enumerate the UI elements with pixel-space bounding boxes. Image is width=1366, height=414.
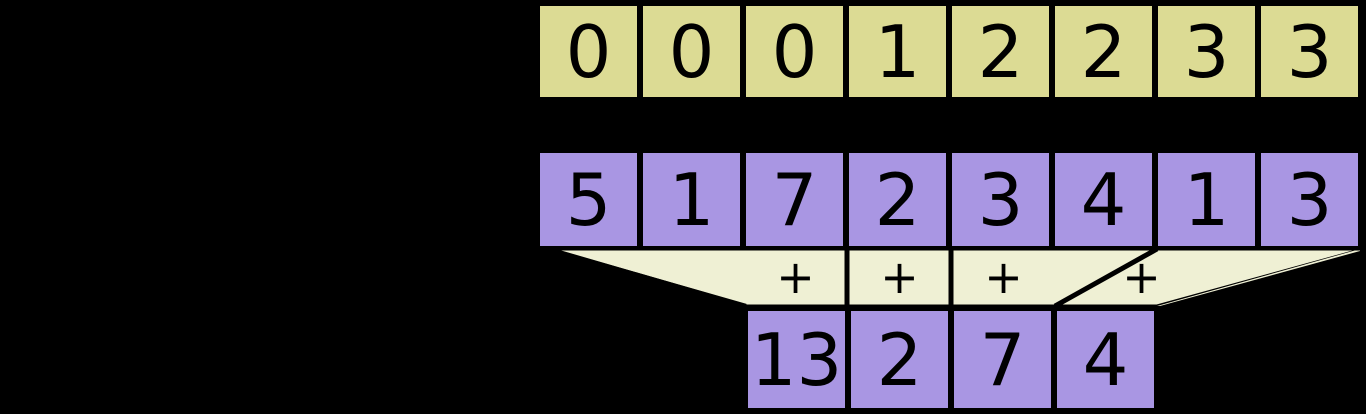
- key-cell: 3: [1155, 3, 1258, 100]
- key-cell: 2: [949, 3, 1052, 100]
- value-cell: 1: [640, 150, 743, 249]
- value-cell: 2: [846, 150, 949, 249]
- key-cell: 2: [1052, 3, 1155, 100]
- output-cell: 7: [951, 308, 1054, 411]
- key-cell: 1: [846, 3, 949, 100]
- output-cell: 4: [1054, 308, 1157, 411]
- value-cell: 7: [743, 150, 846, 249]
- plus-operator: +: [776, 250, 815, 304]
- plus-operator: +: [880, 250, 919, 304]
- output-cell: 2: [848, 308, 951, 411]
- funnel-left-taper: [548, 247, 746, 308]
- key-cell: 0: [537, 3, 640, 100]
- key-cell: 3: [1258, 3, 1361, 100]
- value-cell: 1: [1155, 150, 1258, 249]
- output-cell: 13: [745, 308, 848, 411]
- plus-operator: +: [984, 250, 1023, 304]
- value-cell: 5: [537, 150, 640, 249]
- value-cell: 3: [1258, 150, 1361, 249]
- value-cell: 4: [1052, 150, 1155, 249]
- value-cell: 3: [949, 150, 1052, 249]
- key-cell: 0: [743, 3, 846, 100]
- plus-operator: +: [1122, 250, 1161, 304]
- key-cell: 0: [640, 3, 743, 100]
